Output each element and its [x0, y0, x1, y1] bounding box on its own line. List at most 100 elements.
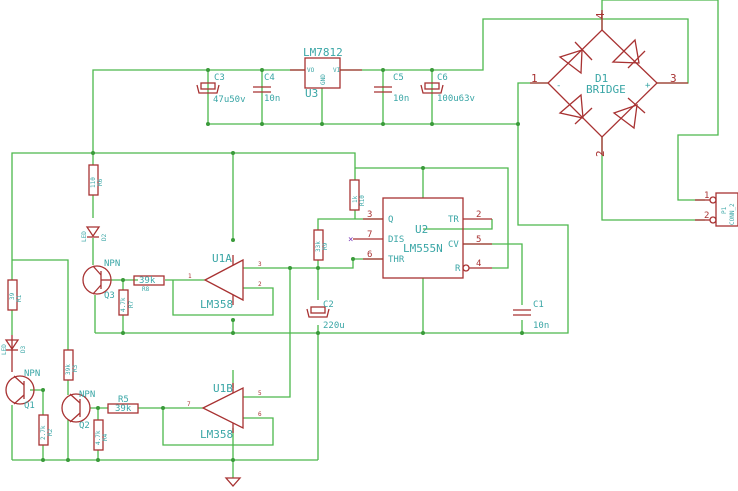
r4-ref: R4 [102, 433, 109, 441]
u2-pin-thr: THR [388, 255, 405, 265]
r9-ref: R9 [322, 242, 329, 250]
opamp-u1b[interactable]: U1B LM358 5 6 7 [187, 382, 262, 441]
r7-value: 4.7k [120, 297, 127, 312]
resistor-r2[interactable]: 2.7k R2 [38, 414, 54, 446]
r10-ref: R10 [359, 195, 366, 206]
r9-value: 33k [315, 241, 322, 252]
u1b-pin-5: 5 [258, 390, 262, 397]
d1-pin-3: 3 [670, 72, 677, 85]
capacitor-c2[interactable]: C2 220u [306, 300, 345, 331]
r1-ref: R1 [16, 294, 23, 302]
u2-ref: U2 [415, 223, 428, 236]
p1-ref: P1 [721, 206, 728, 214]
u1a-pin-3: 3 [258, 261, 262, 268]
r2-value: 2.7k [40, 425, 47, 440]
capacitor-c6[interactable]: C6 100u63v [420, 73, 475, 104]
u2-value: LM555N [403, 242, 443, 255]
u3-pin-vi: VI [333, 67, 341, 74]
d1-pin-4: 4 [594, 12, 607, 19]
u3-ref: U3 [305, 87, 318, 100]
r10-value: 1k [352, 195, 359, 203]
p1-pin-1: 1 [704, 191, 709, 201]
u2-pin-r: R [455, 264, 461, 274]
c1-ref: C1 [533, 300, 544, 310]
r7-ref: R7 [128, 300, 135, 308]
capacitor-c1[interactable]: C1 10n [513, 300, 549, 331]
c6-ref: C6 [437, 73, 448, 83]
transistor-q1[interactable]: NPN Q1 [5, 369, 40, 411]
d1-value: BRIDGE [586, 83, 626, 96]
u2-num-tr: 2 [476, 210, 481, 220]
bridge-rectifier-d1[interactable]: D1 BRIDGE - + 1 2 3 4 [530, 10, 688, 157]
c4-ref: C4 [264, 73, 275, 83]
q1-ref: Q1 [24, 401, 35, 411]
u1b-pin-6: 6 [258, 411, 262, 418]
u3-pin-gnd: GND [320, 74, 327, 85]
u1b-ref: U1B [213, 382, 233, 395]
resistor-r10[interactable]: 1k R10 [349, 179, 366, 211]
r5-value: 39k [115, 404, 132, 414]
p1-value: CONN_2 [729, 203, 736, 225]
q3-value: NPN [104, 259, 120, 269]
c4-value: 10n [264, 94, 280, 104]
u3-value: LM7812 [303, 46, 343, 59]
resistor-r6[interactable]: 110 R6 [88, 164, 104, 196]
u2-num-r: 4 [476, 259, 481, 269]
connector-p1[interactable]: 1 2 P1 CONN_2 [695, 191, 738, 227]
led-d2[interactable]: LED D2 [81, 226, 108, 242]
resistor-r3[interactable]: 39k R3 [63, 349, 79, 381]
c3-ref: C3 [214, 73, 225, 83]
q1-value: NPN [24, 369, 40, 379]
r3-ref: R3 [72, 364, 79, 372]
no-connect-marker: × [348, 235, 353, 245]
opamp-u1a[interactable]: U1A LM358 1 2 3 [188, 252, 262, 311]
u1a-pin-2: 2 [258, 281, 262, 288]
r4-value: 4.7k [95, 430, 102, 445]
c1-value: 10n [533, 321, 549, 331]
d1-pin-1: 1 [531, 72, 538, 85]
ground-icon [224, 477, 242, 487]
r3-value: 39k [65, 364, 72, 375]
transistor-q3[interactable]: NPN Q3 [82, 259, 120, 301]
led-d3[interactable]: LED D3 [1, 335, 27, 372]
q3-ref: Q3 [104, 291, 115, 301]
r1-value: 39 [9, 292, 16, 300]
u2-num-thr: 6 [367, 250, 372, 260]
u2-pin-tr: TR [448, 215, 459, 225]
c5-ref: C5 [393, 73, 404, 83]
d1-plus: + [645, 81, 651, 91]
r6-value: 110 [90, 177, 97, 188]
timer-u2[interactable]: × Q DIS THR TR CV R 3 7 6 2 5 4 U2 LM555… [348, 197, 492, 279]
resistor-r9[interactable]: 33k R9 [313, 229, 329, 261]
regulator-u3[interactable]: LM7812 U3 VO VI GND [290, 46, 362, 100]
d1-ref: D1 [595, 72, 608, 85]
u1a-ref: U1A [212, 252, 232, 265]
r8-value: 39k [139, 276, 156, 286]
resistor-r4[interactable]: 4.7k R4 [93, 419, 109, 451]
c2-value: 220u [323, 321, 345, 331]
u1b-value: LM358 [200, 428, 233, 441]
u1b-pin-7: 7 [187, 401, 191, 408]
c3-value: 47u50v [213, 95, 246, 105]
capacitor-c3[interactable]: C3 47u50v [196, 73, 246, 105]
u2-pin-q: Q [388, 215, 393, 225]
r2-ref: R2 [47, 428, 54, 436]
c2-ref: C2 [323, 300, 334, 310]
u2-pin-dis: DIS [388, 235, 404, 245]
d3-ref: D3 [20, 345, 27, 353]
d1-minus: - [556, 81, 561, 91]
r6-ref: R6 [97, 178, 104, 186]
resistor-r1[interactable]: 39 R1 [7, 279, 23, 311]
resistor-r7[interactable]: 4.7k R7 [118, 289, 135, 316]
q2-ref: Q2 [79, 421, 90, 431]
r5-ref: R5 [118, 395, 129, 405]
r8-ref: R8 [142, 286, 150, 293]
c6-value: 100u63v [437, 94, 475, 104]
capacitor-c4[interactable]: C4 10n [253, 73, 280, 104]
u1a-pin-1: 1 [188, 273, 192, 280]
